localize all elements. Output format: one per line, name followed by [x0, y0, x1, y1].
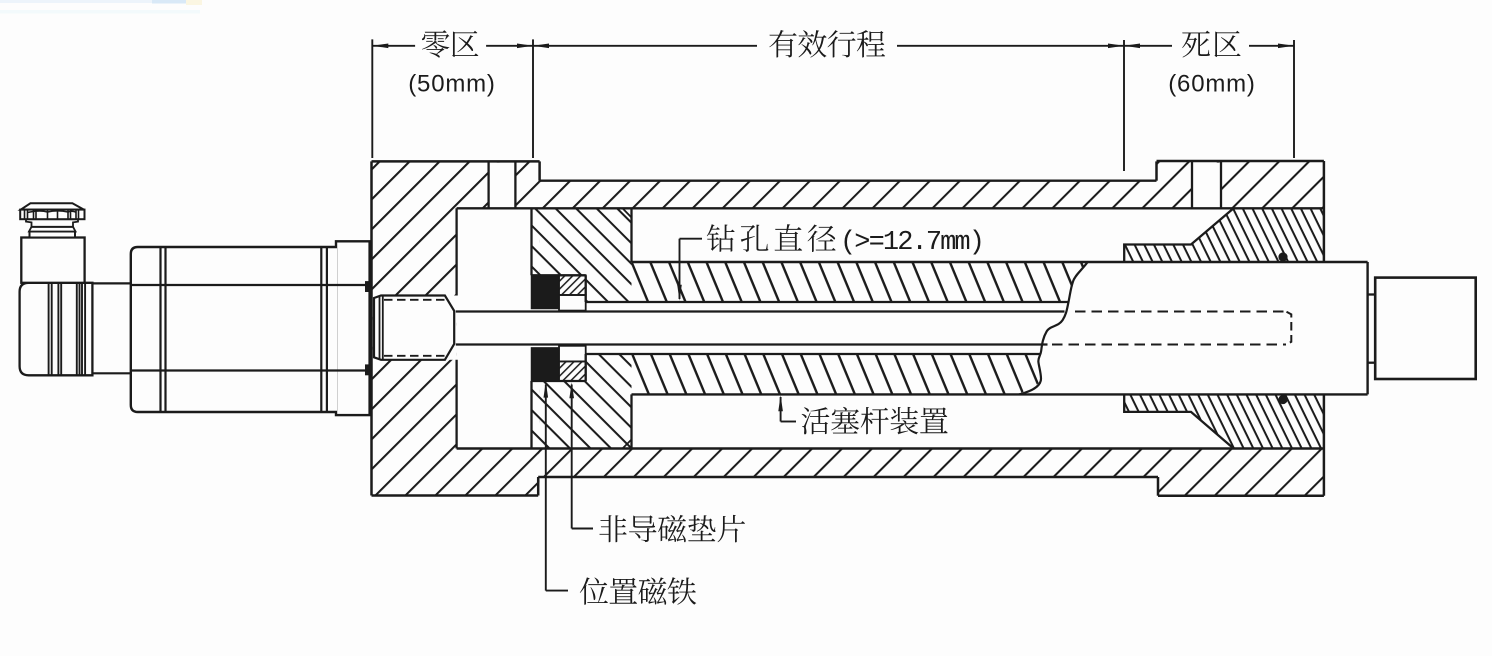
svg-text:(50mm): (50mm)	[408, 71, 495, 98]
svg-text:(60mm): (60mm)	[1168, 71, 1255, 98]
svg-text:(>=12.7mm): (>=12.7mm)	[840, 228, 983, 258]
